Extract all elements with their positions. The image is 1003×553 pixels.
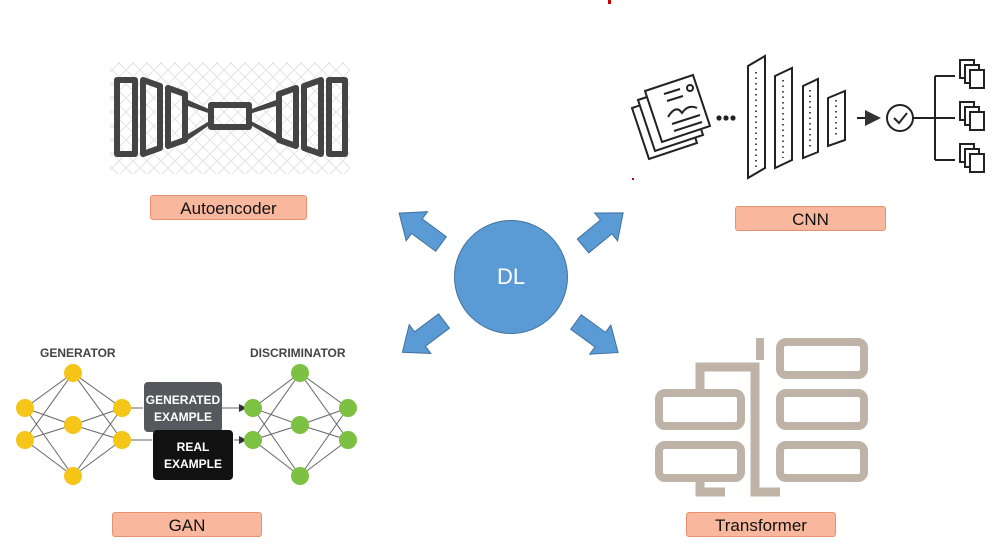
svg-text:EXAMPLE: EXAMPLE (154, 410, 212, 424)
dl-center-node: DL (454, 220, 568, 334)
svg-text:EXAMPLE: EXAMPLE (164, 457, 222, 471)
discriminator-title: DISCRIMINATOR (250, 346, 346, 360)
autoencoder-label: Autoencoder (150, 195, 307, 220)
arrows (398, 211, 624, 355)
gan-label: GAN (112, 512, 262, 537)
arrow-to-autoencoder (398, 211, 448, 252)
generator-title: GENERATOR (40, 346, 116, 360)
real-example-box (153, 430, 233, 480)
generated-example-box (144, 382, 222, 432)
arrow-to-gan (401, 313, 451, 354)
arrow-to-cnn (576, 212, 624, 254)
arrow-to-transformer (570, 314, 619, 355)
transformer-label: Transformer (686, 512, 836, 537)
svg-text:REAL: REAL (177, 440, 210, 454)
gan-icon: GENERATOR DISCRIMINATOR GENERATED EXAMPL… (16, 346, 357, 485)
red-dot (632, 178, 634, 180)
cnn-label: CNN (735, 206, 886, 231)
svg-text:GENERATED: GENERATED (146, 393, 221, 407)
transformer-icon (655, 338, 868, 497)
autoencoder-icon (110, 62, 350, 174)
cnn-icon (630, 54, 985, 180)
red-mark (608, 0, 611, 4)
